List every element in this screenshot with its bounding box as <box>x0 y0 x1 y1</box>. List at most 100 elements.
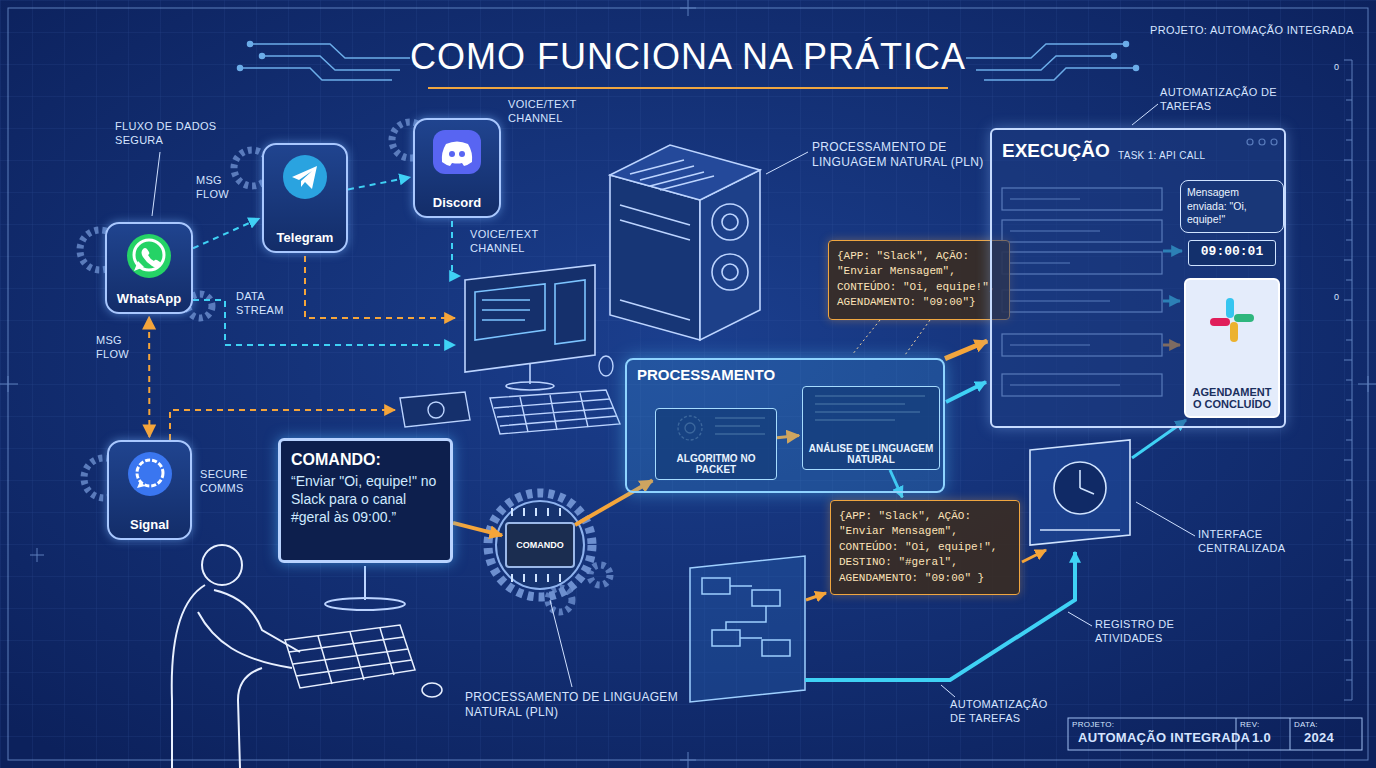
annotation-label: 1.0 <box>1252 730 1271 746</box>
json-card: {APP: "Slack", AÇÃO: "Enviar Mensagem", … <box>830 500 1020 595</box>
flow-arrows <box>1022 550 1046 562</box>
tower-computer <box>722 264 738 280</box>
workflow-panel <box>712 630 740 646</box>
annotation-label: AUTOMATIZAÇÃO DE TAREFAS <box>950 698 1062 726</box>
keyboard <box>490 390 620 434</box>
desktop-monitor <box>506 382 554 390</box>
annotation-label: VOICE/TEXT CHANNEL <box>508 98 590 126</box>
person-keyboard <box>285 625 415 688</box>
annotation-label: VOICE/TEXT CHANNEL <box>470 228 552 256</box>
person-figure <box>172 545 300 768</box>
node-text: {APP: "Slack", AÇÃO: "Enviar Mensagem", … <box>839 509 1011 586</box>
desktop-monitor <box>475 280 585 344</box>
execution-window: EXECUÇÃOMensagem enviada: "Oi, equipe!"0… <box>990 128 1286 428</box>
command-screen: COMANDO:“Enviar "Oi, equipe!" no Slack p… <box>278 438 453 563</box>
app-logo <box>128 452 172 496</box>
annotation-label: 0 <box>1334 292 1339 303</box>
circuit-traces <box>1124 42 1129 47</box>
node-text: COMANDO: <box>291 451 440 469</box>
gear-decor <box>590 565 610 585</box>
leader-lines <box>1068 612 1092 626</box>
app-tile: WhatsApp <box>105 222 193 314</box>
keyboard <box>490 356 620 434</box>
leader-lines <box>1132 104 1158 125</box>
json-card: {APP: "Slack", AÇÃO: "Enviar Mensagem", … <box>828 240 1010 320</box>
tower-computer <box>610 175 700 340</box>
app-logo <box>134 261 144 271</box>
app-logo <box>123 230 175 282</box>
chip-gear <box>488 493 592 597</box>
app-logo <box>279 151 331 203</box>
annotation-label: 0 <box>1334 62 1339 73</box>
annotation-label: INTERFACE CENTRALIZADA <box>1198 528 1318 556</box>
node-text: ANÁLISE DE LINGUAGEM NATURAL <box>807 443 935 465</box>
app-logo <box>459 151 465 157</box>
person-figure <box>202 545 242 585</box>
person-keyboard <box>285 625 442 697</box>
processor-chip: COMANDO <box>505 522 575 568</box>
tower-computer <box>712 254 748 290</box>
chip-gear <box>496 501 584 589</box>
disk-drive <box>400 392 470 427</box>
app-logo <box>283 155 327 199</box>
annotation-label: REGISTRO DE ATIVIDADES <box>1095 618 1205 646</box>
tower-computer <box>722 214 738 230</box>
tower-computer <box>630 160 714 190</box>
chip-gear <box>488 493 592 597</box>
workflow-panel <box>702 578 730 594</box>
circuit-traces <box>240 44 410 80</box>
disk-drive <box>400 392 470 427</box>
desktop-monitor <box>465 265 595 390</box>
node-text: Signal <box>130 517 169 532</box>
app-logo <box>134 240 164 270</box>
annotation-label: 2024 <box>1304 730 1334 746</box>
diagram-title: COMO FUNCIONA NA PRÁTICA <box>410 36 966 78</box>
keyboard <box>599 356 613 376</box>
flow-connector <box>148 317 150 437</box>
annotation-label: DATA: <box>1294 720 1318 730</box>
tower-computer <box>610 145 760 200</box>
person-figure <box>214 590 300 652</box>
annotation-label: MSG FLOW <box>96 334 140 362</box>
node-text: Mensagem enviada: "Oi, equipe!" <box>1187 186 1277 227</box>
annotation-label: FLUXO DE DADOS SEGURA <box>115 120 225 148</box>
analysis-box: ANÁLISE DE LINGUAGEM NATURAL <box>802 386 940 470</box>
flow-arrows <box>193 300 455 345</box>
workflow-panel <box>726 586 766 638</box>
desktop-monitor <box>482 300 530 320</box>
app-logo <box>137 481 145 488</box>
disk-drive <box>428 402 444 418</box>
node-text: WhatsApp <box>117 291 181 306</box>
slack-logo <box>1206 294 1258 346</box>
slack-logo <box>1210 318 1230 326</box>
flow-connector <box>348 177 410 189</box>
app-logo <box>142 248 162 268</box>
tower-computer <box>620 205 690 320</box>
circuit-traces <box>1112 54 1117 59</box>
clock-panel <box>1054 462 1106 514</box>
circuit-traces <box>260 54 265 59</box>
frame <box>30 548 44 562</box>
circuit-traces <box>966 44 1136 80</box>
desktop-monitor <box>529 364 531 384</box>
annotation-label: TASK 1: API CALL <box>1118 150 1205 163</box>
app-logo <box>292 166 317 189</box>
node-text: COMANDO <box>516 540 564 550</box>
frame <box>8 8 1368 760</box>
annotation-label: AUTOMAÇÃO INTEGRADA <box>1078 730 1250 746</box>
app-logo <box>127 234 171 278</box>
app-tile: Telegram <box>262 143 348 253</box>
app-logo <box>442 142 472 167</box>
node-text: Discord <box>433 195 481 210</box>
json-link-lines <box>852 320 930 355</box>
monitor-stand <box>325 566 405 610</box>
flow-arrows <box>946 382 986 402</box>
workflow-panel <box>762 640 790 656</box>
flow-arrows <box>305 256 455 318</box>
message-callout: Mensagem enviada: "Oi, equipe!" <box>1180 180 1284 233</box>
annotation-label: AUTOMATIZAÇÃO DE TAREFAS <box>1160 86 1280 114</box>
annotation-label: PROCESSAMENTO DE LINGUAGEM NATURAL (PLN) <box>812 140 984 170</box>
